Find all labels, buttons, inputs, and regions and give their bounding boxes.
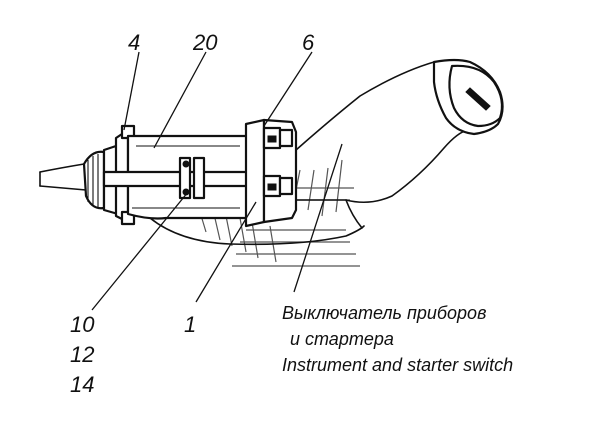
- callout-14: 14: [70, 372, 95, 397]
- caption-line-en: Instrument and starter switch: [282, 355, 514, 375]
- key-housing: [149, 61, 469, 246]
- key-head: [432, 58, 504, 136]
- terminal-block: [244, 118, 298, 228]
- callout-1: 1: [184, 312, 197, 337]
- leader-lines: [91, 51, 343, 311]
- caption-line-ru-1: Выключатель приборов: [282, 303, 487, 323]
- callout-10: 10: [70, 312, 95, 337]
- callout-20: 20: [193, 30, 218, 55]
- caption-line-ru-2: и стартера: [290, 329, 394, 349]
- callout-12: 12: [70, 342, 95, 367]
- callout-4: 4: [128, 30, 141, 55]
- cable: [39, 163, 87, 191]
- callout-6: 6: [302, 30, 315, 55]
